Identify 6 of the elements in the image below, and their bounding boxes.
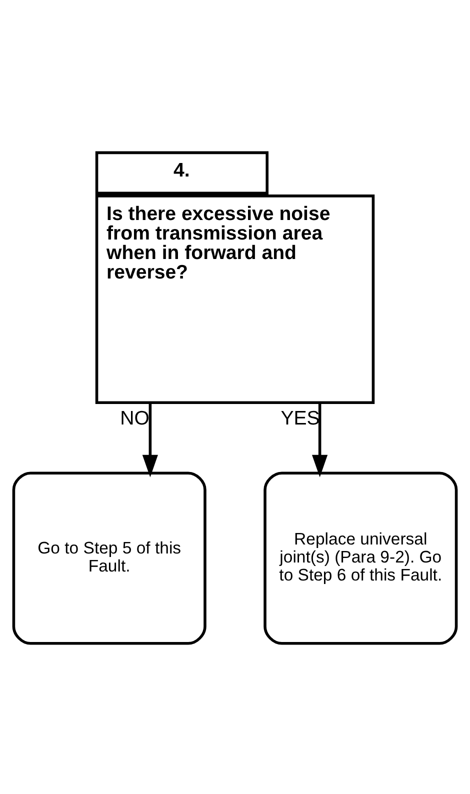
arrow: [312, 404, 328, 478]
node-box: Go to Step 5 of this Fault.: [12, 472, 206, 645]
node-box: Replace universal joint(s) (Para 9-2). Go to Step 6 of this Fault.: [264, 472, 458, 645]
arrow: [142, 404, 158, 478]
edge-label: YES: [280, 408, 320, 430]
edge-label: NO: [120, 408, 150, 430]
